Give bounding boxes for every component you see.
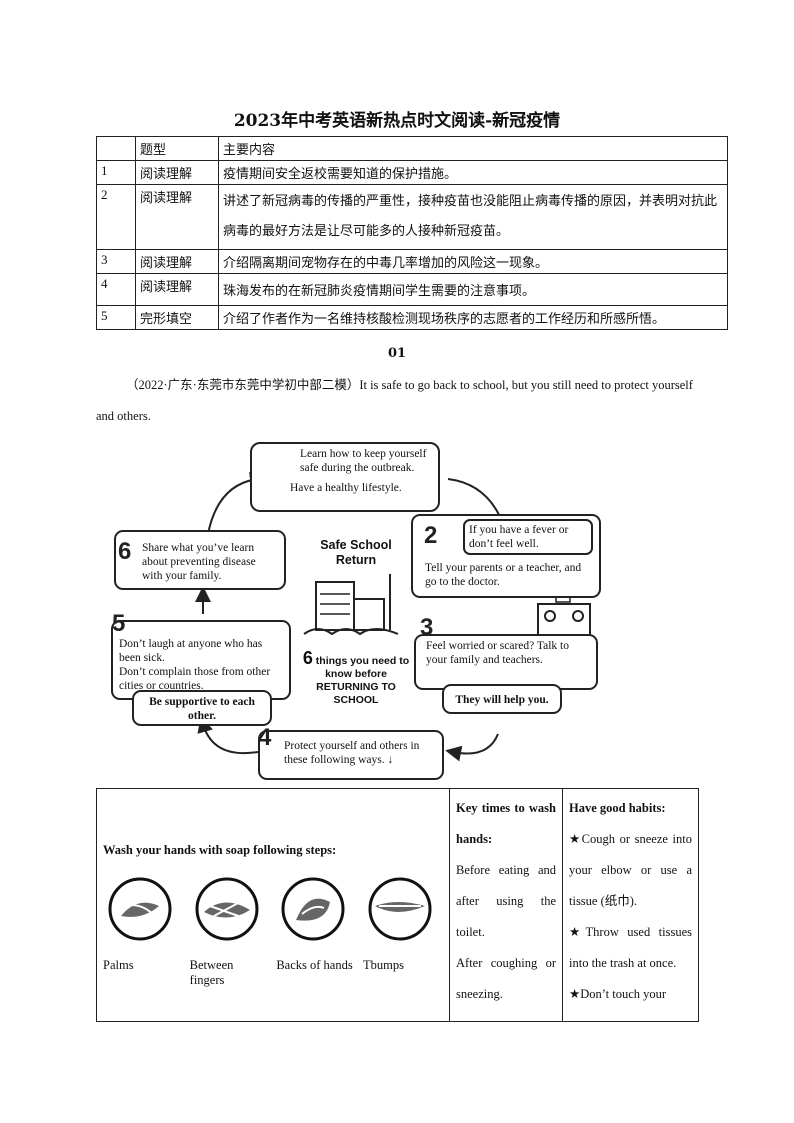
hand-label: Palms	[103, 958, 134, 972]
row-no: 5	[96, 305, 136, 330]
table-row: 5 完形填空 介绍了作者作为一名维持核酸检测现场秩序的志愿者的工作经历和所感所悟…	[96, 305, 728, 330]
handwashing-table: Wash your hands with soap following step…	[96, 788, 699, 1022]
center-sub-1: things you need to know before	[315, 655, 410, 680]
hand-step: Tbumps	[363, 876, 443, 988]
habit-1: ★Cough or sneeze into your elbow or use …	[569, 832, 692, 908]
step-5-text-a: Don’t laugh at anyone who has been sick.	[119, 638, 263, 664]
row-content: 讲述了新冠病毒的传播的严重性，接种疫苗也没能阻止病毒传播的原因，并表明对抗此病毒…	[218, 184, 728, 250]
table-header-row: 题型 主要内容	[96, 136, 728, 161]
row-content: 介绍了作者作为一名维持核酸检测现场秩序的志愿者的工作经历和所感所悟。	[218, 305, 728, 330]
step-5-box: Don’t laugh at anyone who has been sick.…	[111, 620, 291, 700]
header-no	[96, 136, 136, 161]
step-5-number: 5	[112, 610, 126, 637]
center-number: 6	[302, 648, 313, 668]
key-time-2: After coughing or sneezing.	[456, 956, 556, 1001]
step-1-sub: Have a healthy lifestyle.	[290, 482, 402, 494]
hand-label: Backs of hands	[276, 958, 353, 972]
section-number: 01	[387, 346, 407, 361]
table-row: 2 阅读理解 讲述了新冠病毒的传播的严重性，接种疫苗也没能阻止病毒传播的原因，并…	[96, 184, 728, 250]
hand-step: Between fingers	[190, 876, 270, 988]
key-times-title: Key times to wash hands:	[456, 801, 556, 846]
good-habits-cell: Have good habits: ★Cough or sneeze into …	[562, 788, 699, 1022]
step-3-text: Feel worried or scared? Talk to your fam…	[426, 640, 569, 666]
row-type: 阅读理解	[135, 249, 219, 274]
summary-table: 题型 主要内容 1 阅读理解 疫情期间安全返校需要知道的保护措施。 2 阅读理解…	[96, 136, 728, 330]
row-content: 介绍隔离期间宠物存在的中毒几率增加的风险这一现象。	[218, 249, 728, 274]
row-type: 完形填空	[135, 305, 219, 330]
step-1-box: Learn how to keep yourself safe during t…	[250, 442, 440, 512]
center-title: Safe School Return	[320, 538, 392, 567]
step-5-sub: Be supportive to each other.	[132, 690, 272, 726]
step-4-number: 4	[258, 724, 272, 751]
step-4-box: Protect yourself and others in these fol…	[258, 730, 444, 780]
step-6-number: 6	[118, 538, 132, 565]
hand-steps: Palms Between fingers	[103, 876, 443, 988]
table-row: 4 阅读理解 珠海发布的在新冠肺炎疫情期间学生需要的注意事项。	[96, 273, 728, 306]
center-subtitle: 6 things you need to know before RETURNI…	[298, 649, 414, 707]
hand-step: Backs of hands	[276, 876, 356, 988]
step-4-text: Protect yourself and others in these fol…	[284, 740, 420, 766]
backs-of-hands-icon	[281, 877, 345, 941]
table-row: 1 阅读理解 疫情期间安全返校需要知道的保护措施。	[96, 160, 728, 185]
key-times-cell: Key times to wash hands: Before eating a…	[449, 788, 563, 1022]
center-sub-2: RETURNING TO SCHOOL	[316, 681, 396, 706]
step-5-text-b: Don’t complain those from other cities o…	[119, 666, 271, 692]
row-content: 疫情期间安全返校需要知道的保护措施。	[218, 160, 728, 185]
step-2-text: If you have a fever or don’t feel well.	[463, 519, 593, 555]
header-type: 题型	[135, 136, 219, 161]
step-6-box: Share what you’ve learn about preventing…	[114, 530, 286, 590]
building-icon	[315, 581, 355, 631]
between-fingers-icon	[195, 877, 259, 941]
habit-2: ★Throw used tissues into the trash at on…	[569, 925, 692, 970]
row-no: 1	[96, 160, 136, 185]
hand-step: Palms	[103, 876, 183, 988]
row-type: 阅读理解	[135, 160, 219, 185]
intro-paragraph: （2022·广东·东莞市东莞中学初中部二模）It is safe to go b…	[96, 378, 693, 423]
thumbs-icon	[368, 877, 432, 941]
key-time-1: Before eating and after using the toilet…	[456, 863, 556, 939]
wash-steps-cell: Wash your hands with soap following step…	[96, 788, 450, 1022]
row-content: 珠海发布的在新冠肺炎疫情期间学生需要的注意事项。	[218, 273, 728, 306]
step-3-number: 3	[420, 614, 434, 641]
hand-label: Tbumps	[362, 958, 404, 972]
row-no: 4	[96, 273, 136, 306]
habits-title: Have good habits:	[569, 801, 666, 815]
row-no: 2	[96, 184, 136, 250]
step-2-box: If you have a fever or don’t feel well. …	[411, 514, 601, 598]
hand-label: Between fingers	[189, 958, 234, 987]
row-type: 阅读理解	[135, 273, 219, 306]
table-row: Wash your hands with soap following step…	[96, 788, 699, 1022]
header-content: 主要内容	[218, 136, 728, 161]
table-row: 3 阅读理解 介绍隔离期间宠物存在的中毒几率增加的风险这一现象。	[96, 249, 728, 274]
step-1-text: Learn how to keep yourself safe during t…	[300, 448, 427, 474]
row-type: 阅读理解	[135, 184, 219, 250]
step-3-sub: They will help you.	[442, 684, 562, 714]
step-2-number: 2	[424, 522, 438, 549]
wash-title: Wash your hands with soap following step…	[103, 843, 337, 857]
infographic: 1 Learn how to keep yourself safe during…	[108, 434, 601, 784]
palms-icon	[108, 877, 172, 941]
row-no: 3	[96, 249, 136, 274]
step-3-box: Feel worried or scared? Talk to your fam…	[414, 634, 598, 690]
step-6-text: Share what you’ve learn about preventing…	[142, 542, 256, 582]
step-2-sub: Tell your parents or a teacher, and go t…	[425, 562, 582, 588]
page-title: 2023年中考英语新热点时文阅读-新冠疫情	[233, 111, 561, 131]
habit-3: ★Don’t touch your	[569, 987, 667, 1001]
